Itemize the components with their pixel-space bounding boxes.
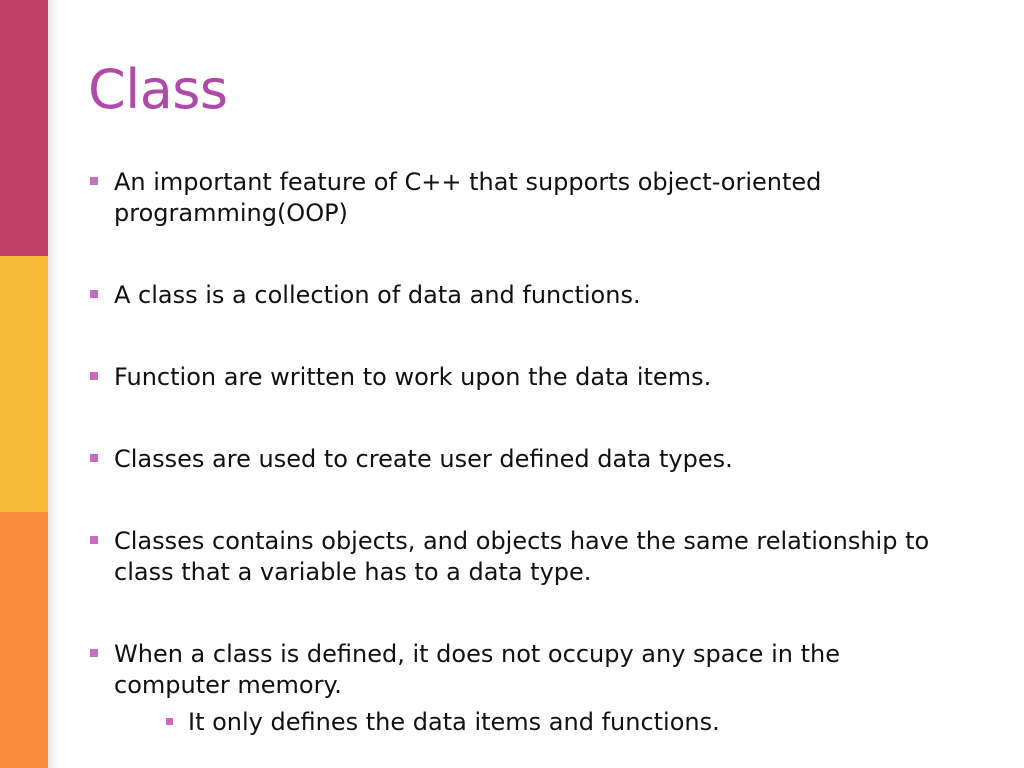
square-bullet-icon — [90, 177, 98, 185]
square-bullet-icon — [90, 649, 98, 657]
square-bullet-icon — [90, 536, 98, 544]
bullet-item: Classes contains objects, and objects ha… — [88, 526, 948, 588]
side-bar-segment-bottom — [0, 512, 48, 768]
side-bar-shadow — [48, 0, 58, 768]
sub-bullet-list: It only defines the data items and funct… — [114, 707, 948, 738]
decorative-side-bar — [0, 0, 48, 768]
bullet-text: Classes are used to create user defined … — [114, 445, 733, 473]
bullet-item: Function are written to work upon the da… — [88, 362, 948, 393]
bullet-item: A class is a collection of data and func… — [88, 280, 948, 311]
square-bullet-icon — [90, 372, 98, 380]
sub-bullet-text: It only defines the data items and funct… — [188, 708, 720, 736]
bullet-text: A class is a collection of data and func… — [114, 281, 641, 309]
bullet-item: An important feature of C++ that support… — [88, 167, 948, 229]
sub-bullet-item: It only defines the data items and funct… — [164, 707, 948, 738]
bullet-text: Classes contains objects, and objects ha… — [114, 527, 930, 586]
slide-title: Class — [88, 58, 228, 121]
square-bullet-icon — [90, 454, 98, 462]
bullet-text: Function are written to work upon the da… — [114, 363, 712, 391]
square-bullet-icon — [90, 290, 98, 298]
side-bar-segment-top — [0, 0, 48, 256]
side-bar-segment-middle — [0, 256, 48, 512]
bullet-item: Classes are used to create user defined … — [88, 444, 948, 475]
bullet-item: When a class is defined, it does not occ… — [88, 639, 948, 738]
bullet-text: An important feature of C++ that support… — [114, 168, 822, 227]
bullet-list: An important feature of C++ that support… — [88, 167, 948, 738]
bullet-text: When a class is defined, it does not occ… — [114, 640, 840, 699]
square-bullet-icon — [166, 718, 173, 725]
